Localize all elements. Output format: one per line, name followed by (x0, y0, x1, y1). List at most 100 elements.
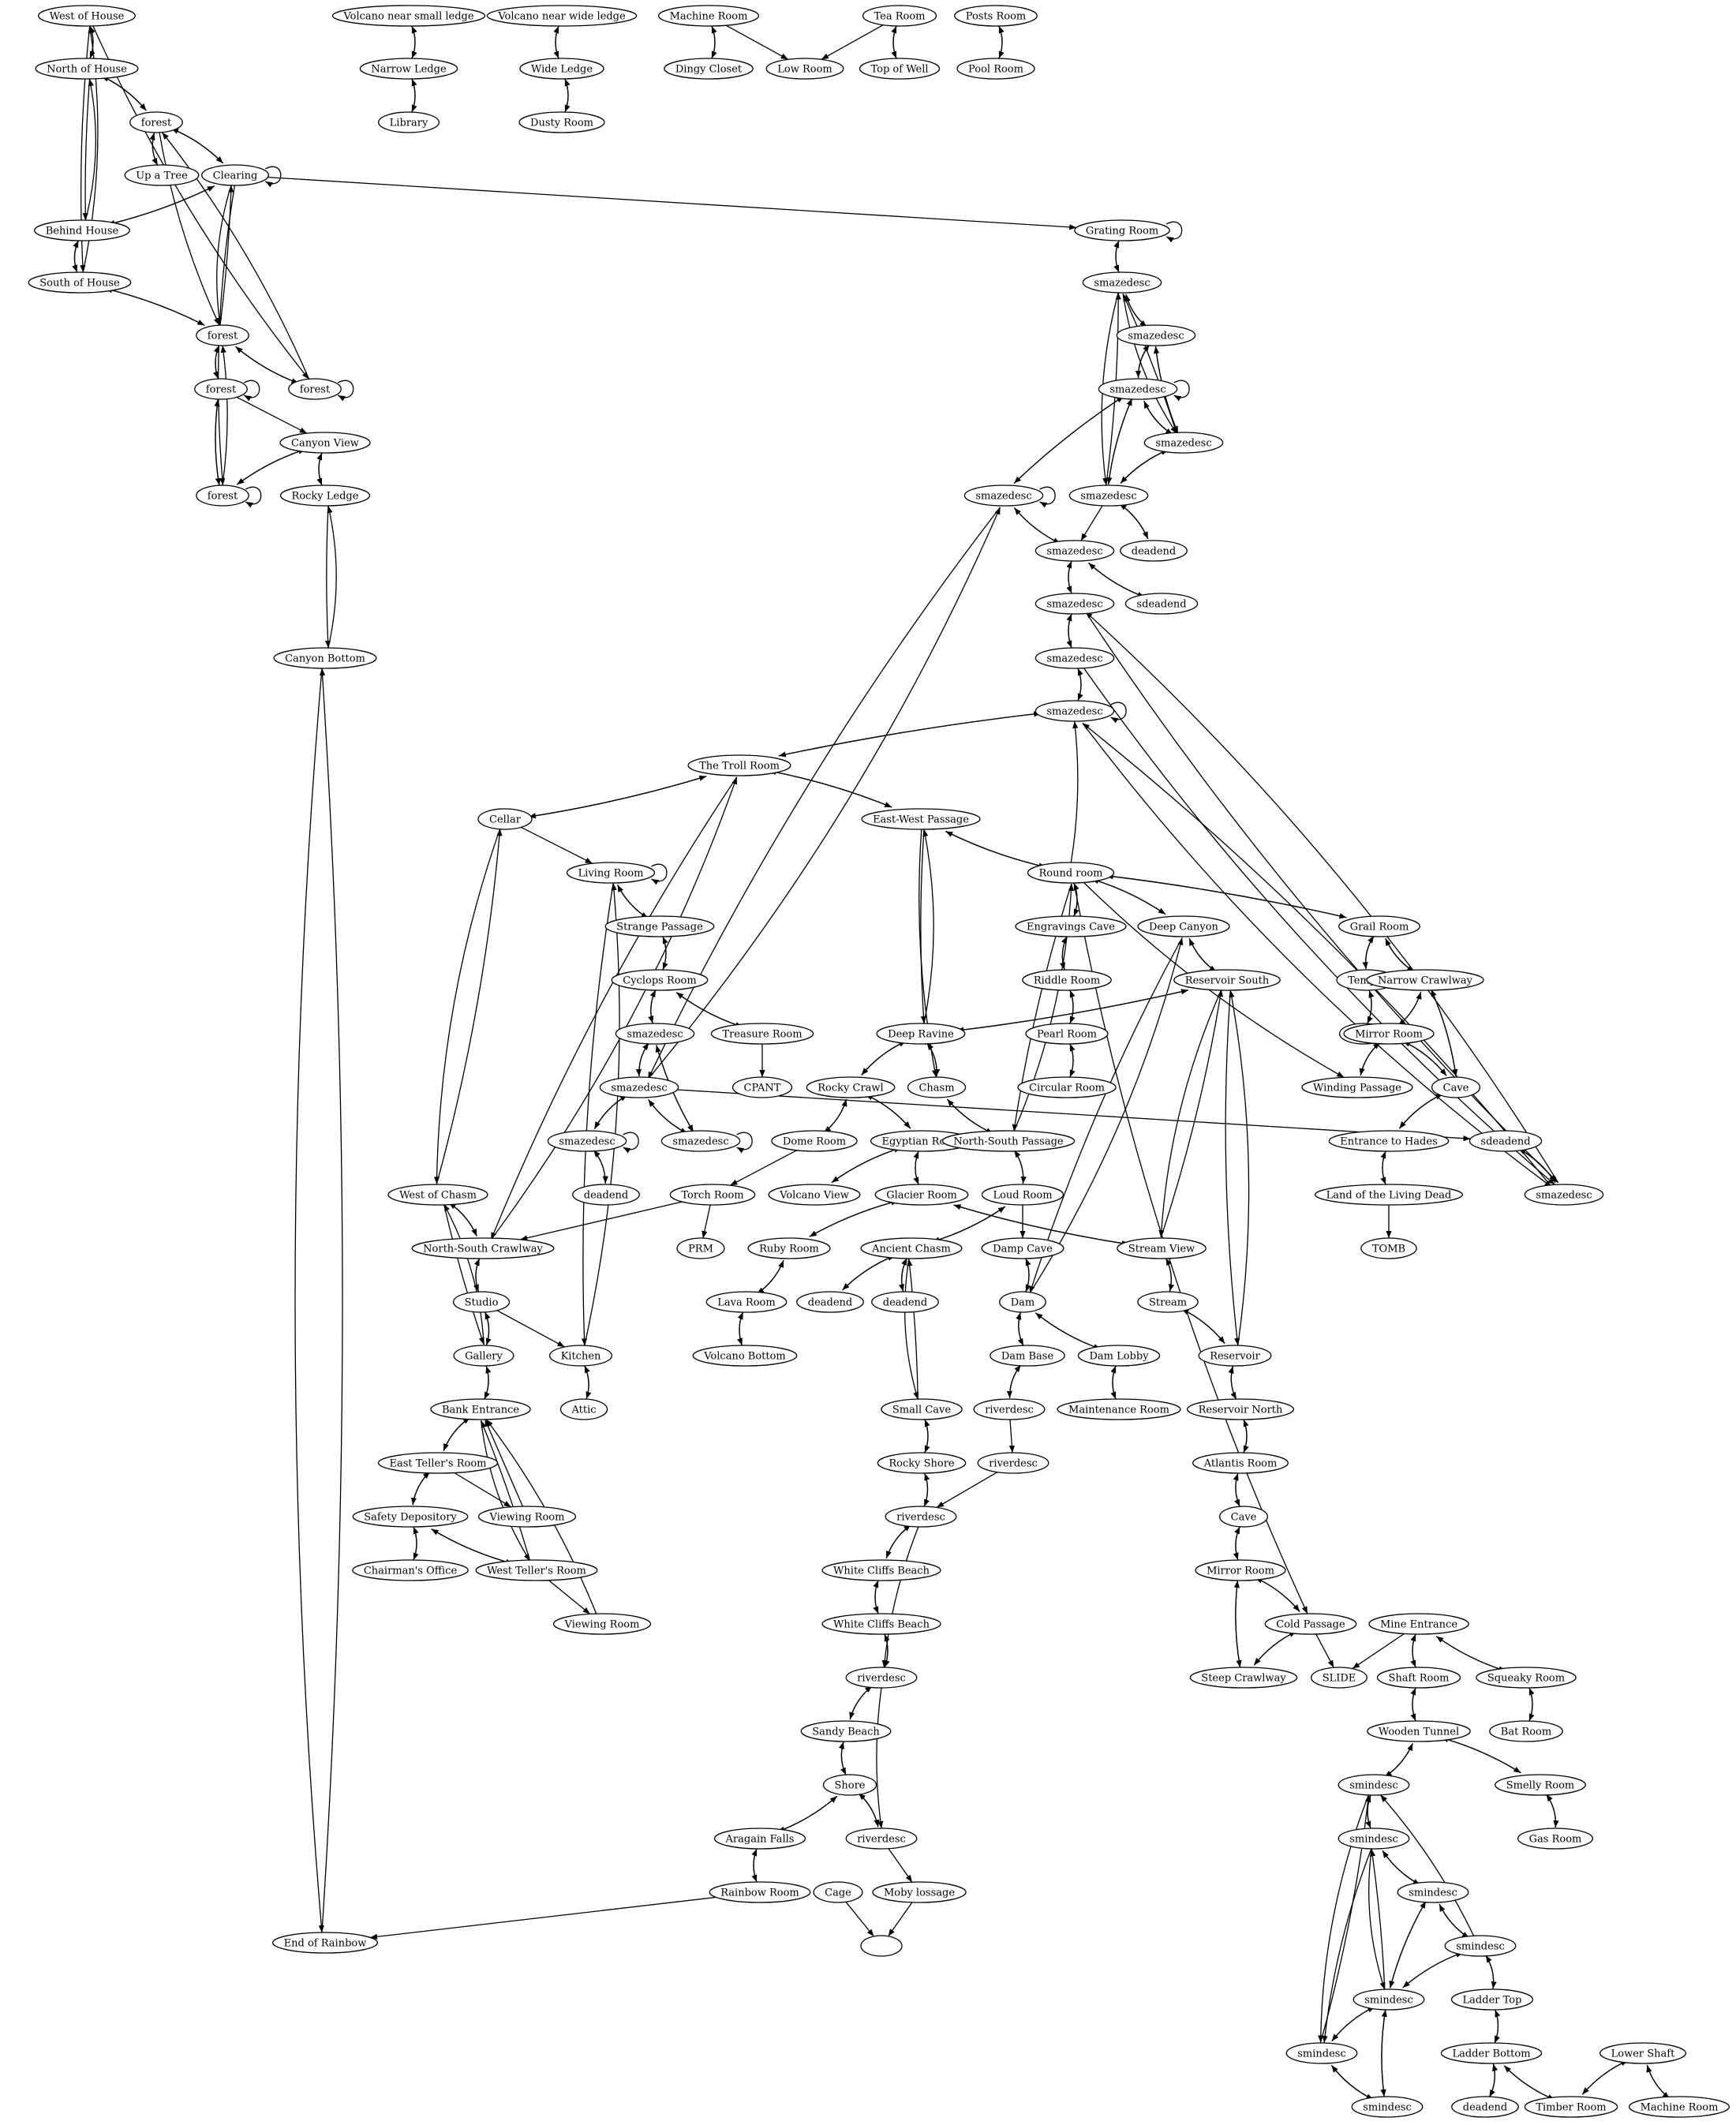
room-node-label: riverdesc (896, 1512, 945, 1524)
room-node-outline (1450, 1988, 1534, 2011)
room-node-outline (359, 58, 458, 80)
passage-edge (1066, 613, 1072, 649)
room-node-dam-lobby: Dam Lobby (1077, 1345, 1161, 1367)
room-node-label: Chasm (919, 1083, 954, 1094)
room-node-label: Bat Room (1501, 1727, 1551, 1738)
passage-edge (1398, 1093, 1443, 1129)
room-node-label: The Troll Room (699, 761, 780, 773)
room-node-outline (1117, 1237, 1207, 1259)
room-node-dome-room: Dome Room (771, 1130, 858, 1152)
room-node-label: Wooden Tunnel (1379, 1727, 1459, 1738)
passage-edge (1402, 1951, 1464, 1988)
room-node-smazedesc: smazedesc (660, 1130, 741, 1152)
passage-edge (756, 1259, 784, 1295)
room-node-rocky-ledge: Rocky Ledge (279, 484, 371, 507)
room-node-outline (28, 271, 132, 294)
room-node-outline (411, 1237, 555, 1259)
room-node-label: CPANT (744, 1083, 781, 1094)
room-node-dingy-closet: Dingy Closet (664, 58, 754, 80)
room-node-forest: forest (196, 324, 249, 346)
passage-edge (1410, 1687, 1416, 1722)
room-node-smindesc: smindesc (1444, 1935, 1517, 1957)
passage-edge (858, 1793, 880, 1828)
passage-edge (842, 1255, 896, 1291)
passage-edge (1119, 503, 1149, 540)
room-node-outline (1068, 484, 1149, 507)
room-node-label: smazedesc (1128, 331, 1184, 342)
room-node-timber-room: Timber Room (1524, 2096, 1618, 2118)
room-node-outline (1015, 915, 1127, 937)
passage-edge (410, 1471, 431, 1506)
room-node-label: deadend (883, 1297, 927, 1309)
passage-edge (170, 128, 224, 164)
passage-edge (443, 1416, 471, 1451)
room-node-strange-passage: Strange Passage (604, 915, 715, 937)
room-node-label: smindesc (1349, 1834, 1398, 1846)
room-node-outline (1338, 1828, 1410, 1850)
passage-edge (1106, 398, 1133, 485)
room-node-label: Dingy Closet (675, 64, 743, 76)
passage-edge (1367, 990, 1375, 1024)
passage-edge (677, 1089, 1471, 1142)
room-node-volcano-view: Volcano View (768, 1184, 861, 1206)
passage-edge (593, 1150, 608, 1184)
room-node-sandy-beach: Sandy Beach (800, 1720, 892, 1742)
room-node-ladder-top: Ladder Top (1450, 1988, 1534, 2011)
room-node-tea-room: Tea Room (862, 5, 937, 27)
room-node-outline (1137, 915, 1230, 937)
passage-edge (1330, 2064, 1374, 2101)
room-node-safety-depository: Safety Depository (352, 1506, 469, 1528)
room-node-outline (800, 1720, 892, 1742)
room-node-outline (201, 164, 269, 186)
room-node-east-teller-s-room: East Teller's Room (377, 1452, 499, 1474)
passage-edge (324, 505, 331, 649)
passage-edge (1012, 883, 1072, 1132)
passage-edge (593, 1150, 606, 1184)
passage-edge (1165, 221, 1183, 243)
passage-edge (926, 1042, 937, 1076)
room-node-outline (559, 1398, 608, 1420)
room-node-outline (973, 1398, 1046, 1420)
passage-edge (1368, 1849, 1386, 1990)
room-node-forest: forest (129, 111, 183, 133)
passage-edge (1331, 2006, 1375, 2042)
room-node-outline (279, 432, 371, 454)
room-node-label: Ancient Chasm (871, 1244, 951, 1255)
passage-edge (662, 936, 668, 971)
room-node-label: Dam Base (1001, 1351, 1054, 1363)
passage-edge (1069, 1043, 1076, 1078)
room-node-label: Grating Room (1086, 226, 1158, 238)
passage-edge (1073, 882, 1079, 917)
room-node-label: Mirror Room (1355, 1029, 1423, 1041)
passage-edge (1352, 1633, 1405, 1670)
room-node-mirror-room: Mirror Room (1195, 1559, 1286, 1581)
passage-edge (702, 1204, 711, 1239)
passage-edge (648, 1099, 688, 1135)
room-node-outline (194, 378, 248, 400)
passage-edge (411, 78, 417, 113)
room-node-smazedesc: smazedesc (1034, 593, 1115, 615)
passage-edge (1085, 611, 1559, 1184)
room-node-label: riverdesc (985, 1405, 1034, 1416)
room-node-outline (1124, 593, 1199, 615)
passage-edge (584, 1365, 590, 1399)
room-node-label: Machine Room (670, 11, 748, 23)
room-node-outline (352, 1506, 469, 1528)
passage-edge (849, 1685, 873, 1720)
room-node-riddle-room: Riddle Room (1022, 969, 1112, 991)
passage-edge (443, 1416, 471, 1451)
room-node-label: Rocky Shore (889, 1458, 955, 1470)
room-node-smazedesc: smazedesc (1116, 324, 1196, 346)
room-node-forest: forest (194, 378, 248, 400)
passage-edge (913, 1150, 919, 1185)
room-node-outline (1351, 2096, 1424, 2118)
room-node-outline (1173, 969, 1281, 991)
passage-edge (1439, 1903, 1470, 1939)
passage-edge (1119, 503, 1149, 540)
room-node-label: Rocky Crawl (817, 1083, 883, 1094)
room-node-label: Riddle Room (1034, 975, 1100, 987)
room-node-label: smazedesc (1536, 1190, 1592, 1202)
room-node-label: Atlantis Room (1203, 1458, 1278, 1470)
room-node-outline (1025, 1023, 1109, 1045)
room-node-outline (821, 1559, 941, 1581)
